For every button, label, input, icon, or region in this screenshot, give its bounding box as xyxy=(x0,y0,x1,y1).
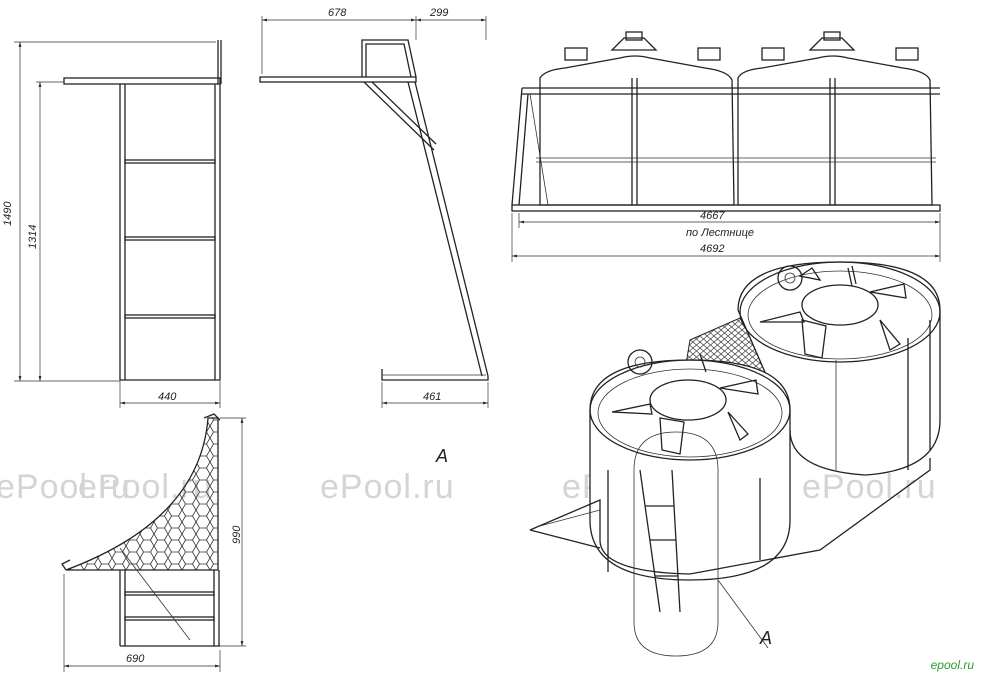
stringer xyxy=(407,81,483,377)
tank-1 xyxy=(539,55,735,206)
platform-bar xyxy=(63,77,221,85)
watermark: ePool.ru xyxy=(0,468,131,506)
dim-tanks-length-label: по Лестнице xyxy=(686,227,754,239)
dim-front-height-inner: 1314 xyxy=(27,225,39,249)
view-label-a: A xyxy=(435,446,448,466)
tanks-isometric-view: A xyxy=(529,261,941,657)
dim-tanks-length-1: 4667 xyxy=(700,210,725,222)
dim-platform-height: 990 xyxy=(231,525,243,544)
dim-tanks-length-2: 4692 xyxy=(700,243,724,255)
tank-2 xyxy=(737,55,933,206)
callout-ellipse xyxy=(633,431,719,657)
tanks-elevation-view: 4667 по Лестнице 4692 xyxy=(511,31,941,262)
callout-label-a: A xyxy=(759,628,772,648)
dim-front-height-total: 1490 xyxy=(2,201,14,226)
dim-side-top: 678 xyxy=(328,7,347,19)
rung xyxy=(124,236,216,241)
tank-2-hatch xyxy=(808,37,856,51)
dim-side-offset: 299 xyxy=(429,7,448,19)
tank-1-iso xyxy=(589,359,791,581)
ladder-front-view: 1490 1314 440 xyxy=(2,40,222,408)
platform-bar xyxy=(259,76,417,83)
dim-side-base: 461 xyxy=(423,391,441,403)
rung xyxy=(124,314,216,319)
ladder-side-view: 678 299 461 A xyxy=(259,7,489,466)
dim-front-width: 440 xyxy=(158,391,177,403)
base-frame xyxy=(511,204,941,212)
watermark: ePool.ru xyxy=(320,468,455,506)
brand-logo: epool.ru xyxy=(930,658,974,672)
mesh-grating xyxy=(65,417,219,571)
tank-1-hatch xyxy=(610,37,658,51)
rung xyxy=(124,159,216,164)
platform-mesh-view: 990 690 xyxy=(61,413,246,672)
dim-platform-width: 690 xyxy=(126,653,145,665)
